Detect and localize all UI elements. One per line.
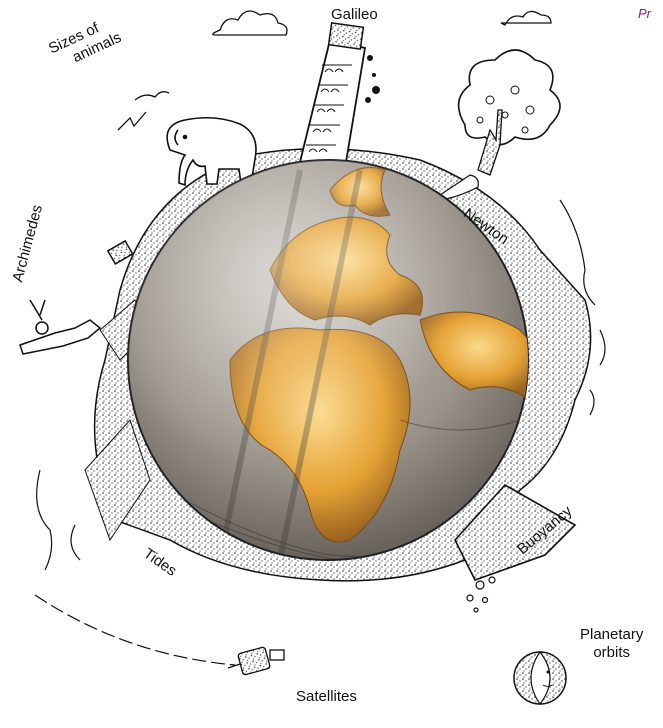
label-planetary-line1: Planetary [580,626,643,644]
elephant-icon [167,118,256,185]
label-planetary-line2: orbits [580,644,643,662]
satellite-icon [228,647,284,675]
cloud-icon [213,11,551,35]
moon-face-icon [514,652,566,704]
label-planetary-orbits: Planetary orbits [580,626,643,662]
corner-fragment-text: Pr [638,6,651,21]
bird-icon [118,92,169,130]
label-satellites: Satellites [296,688,357,705]
leaning-tower-icon [300,23,380,168]
satellite-orbit-path [35,595,235,665]
label-galileo: Galileo [331,6,378,23]
